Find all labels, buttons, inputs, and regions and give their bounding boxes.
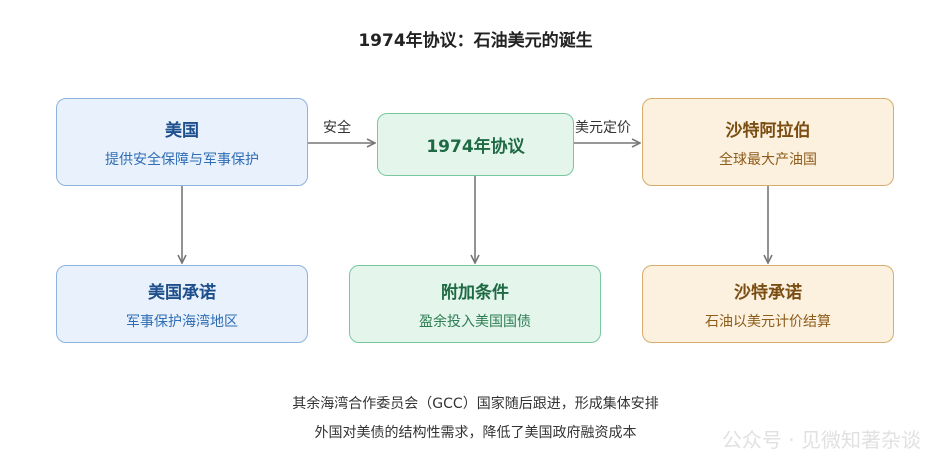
- node-agreement: 1974年协议: [377, 113, 574, 176]
- node-extra-condition: 附加条件 盈余投入美国国债: [349, 265, 601, 343]
- node-saudi-name: 沙特阿拉伯: [725, 120, 811, 141]
- node-saudi-commitment-sub: 石油以美元计价结算: [705, 313, 831, 330]
- node-saudi-commitment: 沙特承诺 石油以美元计价结算: [642, 265, 894, 343]
- node-usa-commitment-name: 美国承诺: [148, 282, 216, 303]
- edge-label-dollar-pricing: 美元定价: [575, 120, 631, 136]
- footnote-line-1: 其余海湾合作委员会（GCC）国家随后跟进，形成集体安排: [292, 396, 659, 412]
- node-usa-name: 美国: [165, 120, 199, 141]
- node-usa-commitment-sub: 军事保护海湾地区: [126, 313, 238, 330]
- node-usa-commitment: 美国承诺 军事保护海湾地区: [56, 265, 308, 343]
- watermark: 公众号 · 见微知著杂谈: [721, 428, 921, 452]
- node-extra-condition-sub: 盈余投入美国国债: [419, 313, 531, 330]
- node-usa-sub: 提供安全保障与军事保护: [105, 151, 259, 168]
- footnote-line-2: 外国对美债的结构性需求，降低了美国政府融资成本: [314, 425, 637, 441]
- node-extra-condition-name: 附加条件: [441, 282, 509, 303]
- node-saudi: 沙特阿拉伯 全球最大产油国: [642, 98, 894, 186]
- node-usa: 美国 提供安全保障与军事保护: [56, 98, 308, 186]
- node-agreement-name: 1974年协议: [426, 137, 525, 157]
- node-saudi-sub: 全球最大产油国: [719, 151, 817, 168]
- edge-label-security: 安全: [323, 120, 351, 136]
- diagram-title: 1974年协议：石油美元的诞生: [358, 31, 593, 51]
- node-saudi-commitment-name: 沙特承诺: [734, 282, 802, 303]
